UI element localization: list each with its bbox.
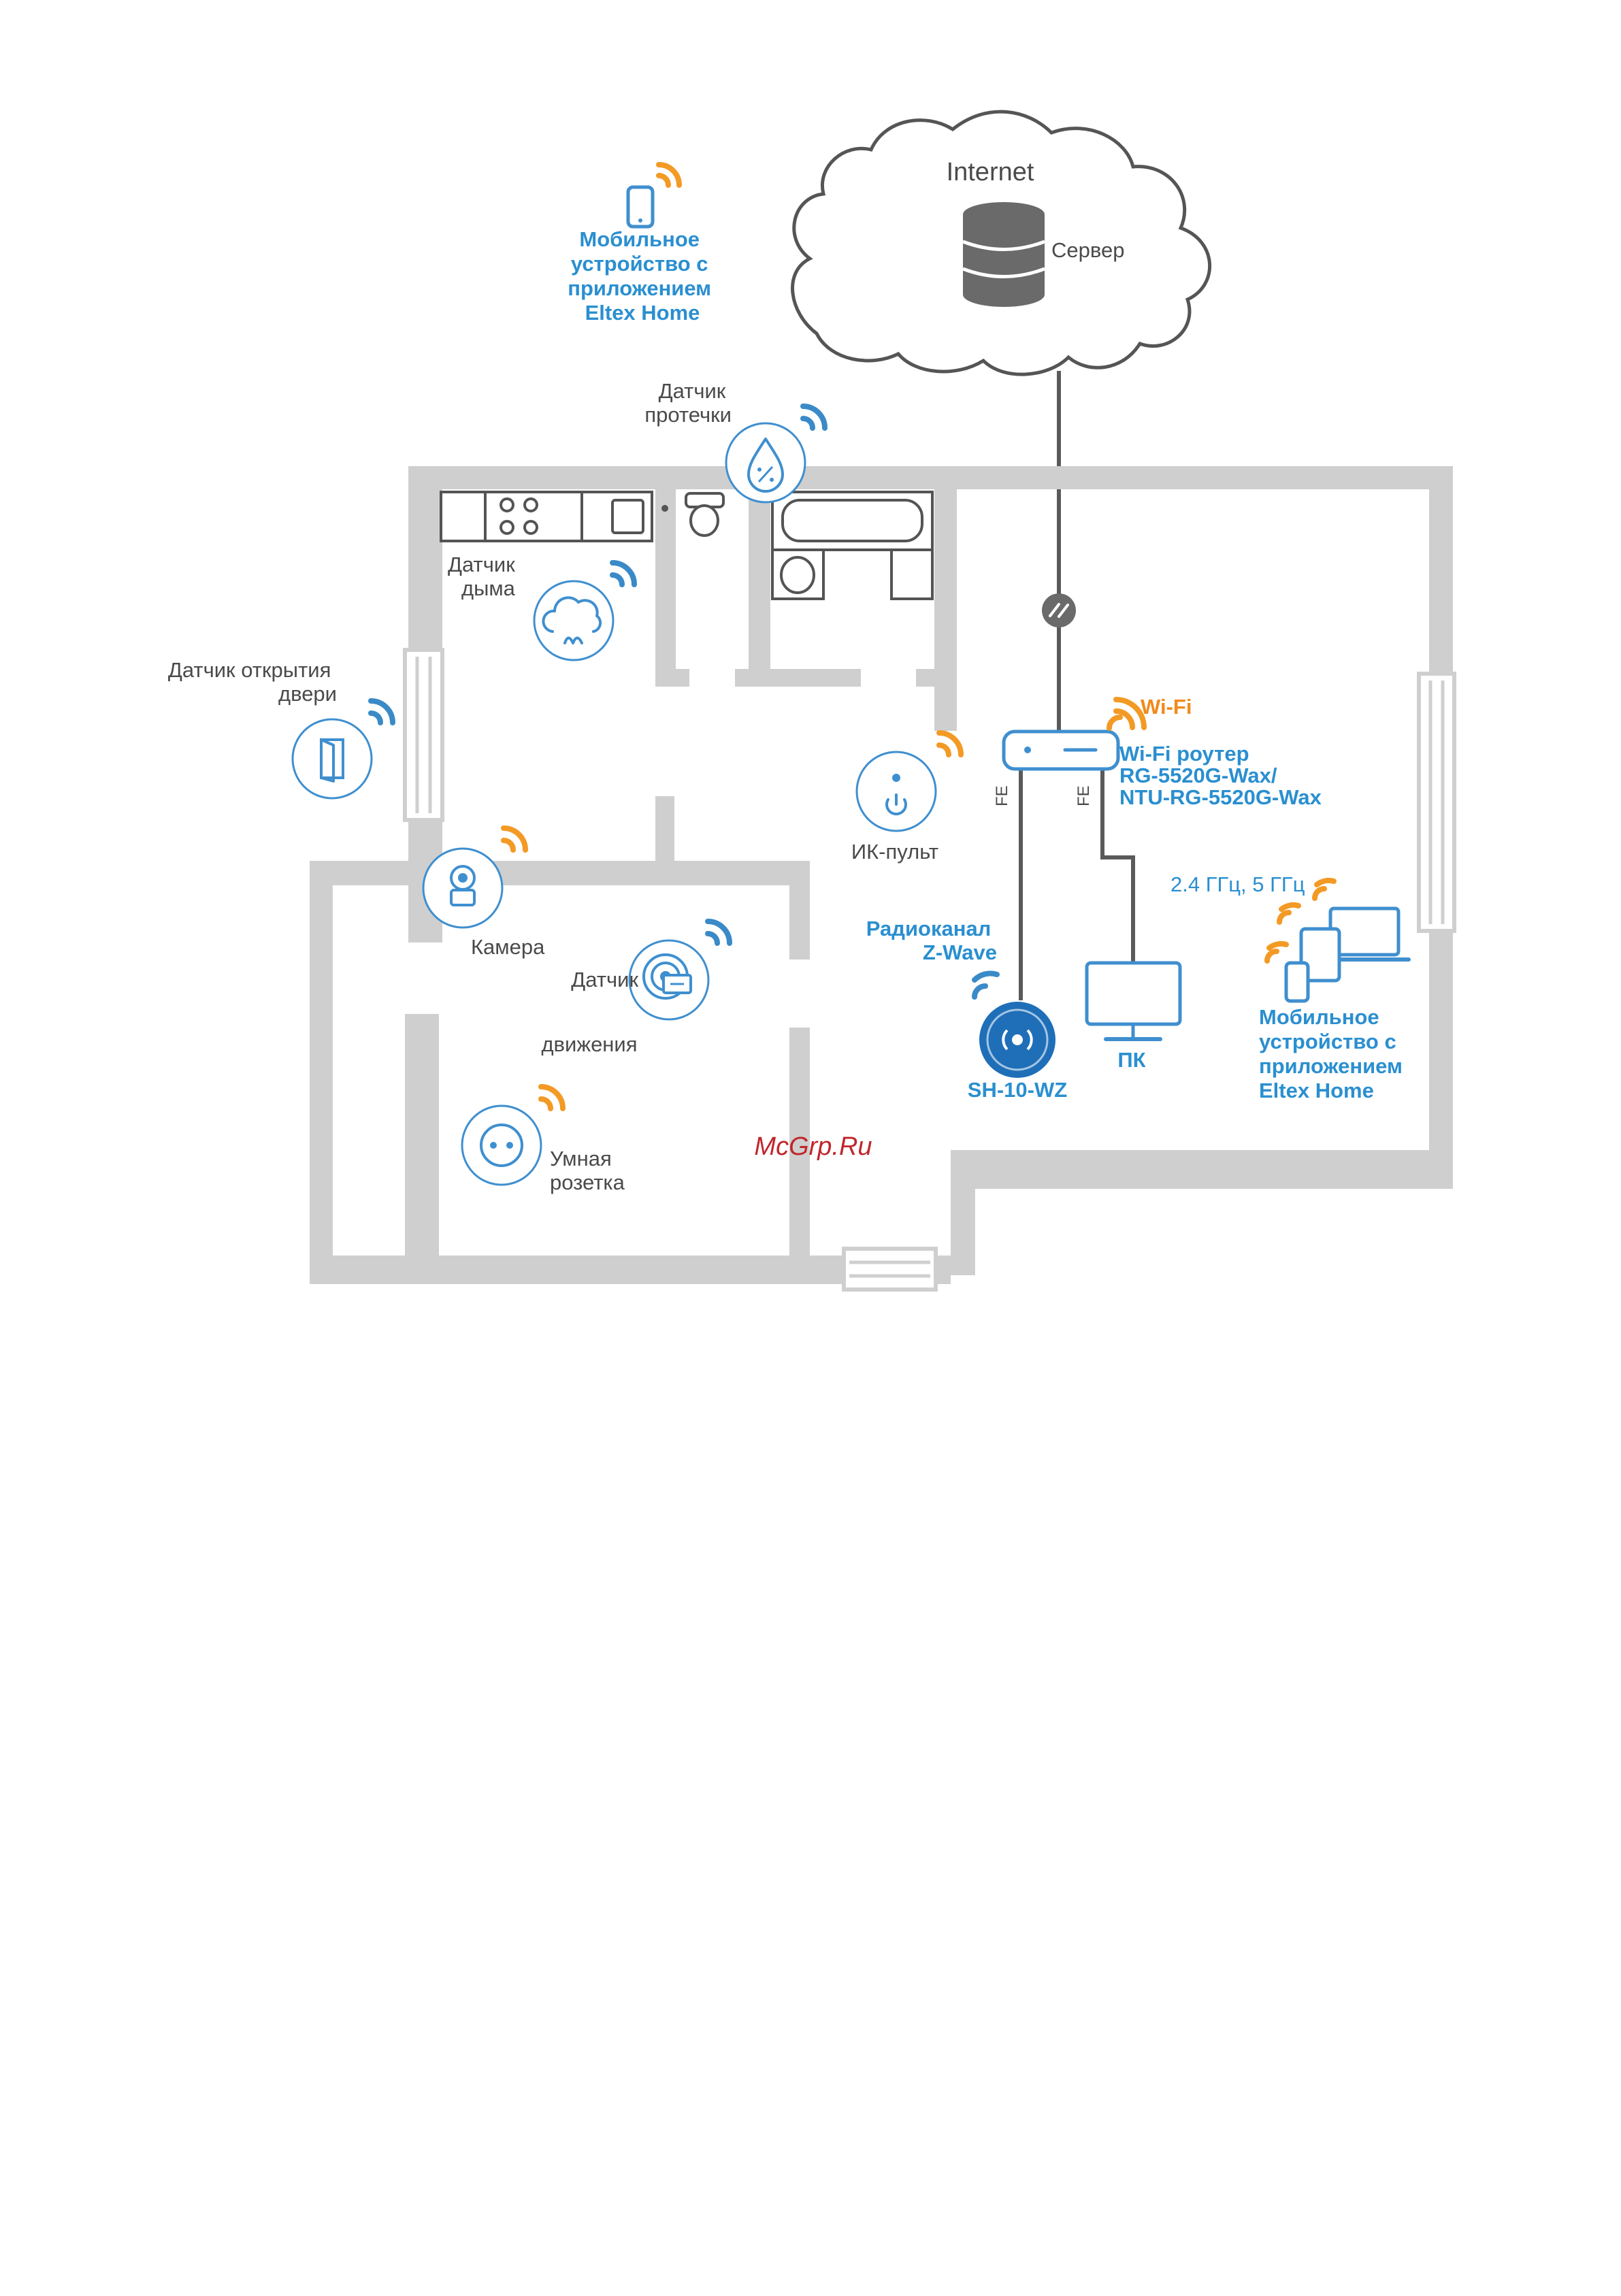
mobile-top-line-1: Мобильное — [579, 227, 700, 251]
radio-line-2: Z-Wave — [923, 940, 997, 964]
mobile-right-line-4: Eltex Home — [1259, 1079, 1374, 1102]
svg-text:Умная розетка: Умная розетка — [550, 1147, 625, 1194]
mobile-right-line-3: приложением — [1259, 1054, 1403, 1078]
mobile-top-line-2: устройство с — [571, 252, 708, 276]
wifi-signal-icon — [538, 1084, 566, 1111]
zwave-signal-icon — [610, 560, 637, 587]
wifi-signal-icon — [501, 825, 528, 853]
wifi-signal-icon — [936, 730, 964, 757]
ir-remote-label: ИК-пульт — [851, 840, 938, 864]
door-sensor-icon — [291, 718, 373, 800]
svg-text:Wi-Fi роутер RG-5520G-Wax/: Wi-Fi роутер RG-5520G-Wax/ NTU-RG-5520G-… — [1119, 742, 1322, 809]
svg-text:Датчик протечки: Датчик протечки — [644, 379, 732, 427]
svg-text:Датчик дыма: Датчик дыма — [448, 553, 521, 600]
tablet-icon — [1299, 927, 1341, 983]
smoke-line-1: Датчик — [448, 553, 515, 576]
cloud-title: Internet — [947, 158, 1034, 186]
svg-text:Датчик движения: Датчик движения — [541, 968, 644, 1056]
router-icon — [1002, 729, 1120, 771]
wifi-signal-icon — [1264, 877, 1337, 964]
smart-socket-icon — [461, 1104, 542, 1186]
pc-label: ПК — [1117, 1048, 1145, 1072]
fe-cable-2 — [1100, 769, 1135, 966]
svg-text:Радиоканал Z-Wave: Радиоканал Z-Wave — [866, 917, 997, 964]
smoke-line-2: дыма — [461, 576, 516, 600]
leak-line-2: протечки — [644, 403, 732, 427]
mobile-top-line-4: Eltex Home — [585, 301, 700, 325]
door-line-1: Датчик открытия — [168, 658, 331, 682]
toilet — [661, 492, 725, 537]
socket-line-2: розетка — [550, 1170, 625, 1194]
camera-label: Камера — [471, 935, 545, 959]
server-icon — [962, 202, 1045, 307]
wifi-signal-icon — [1107, 697, 1147, 731]
camera-icon — [422, 847, 504, 929]
router-line-2: RG-5520G-Wax/ — [1119, 764, 1277, 787]
mobile-right-line-2: устройство с — [1259, 1030, 1396, 1053]
motion-sensor-icon — [628, 939, 710, 1021]
freq-label: 2.4 ГГц, 5 ГГц — [1170, 872, 1305, 896]
ir-remote-icon — [855, 751, 937, 832]
link-icon — [1042, 593, 1076, 627]
leak-sensor-icon — [725, 422, 806, 504]
door-line-2: двери — [278, 682, 337, 706]
motion-line-2: движения — [541, 1032, 637, 1056]
pc-monitor-icon — [1085, 961, 1182, 1041]
controller-icon — [979, 1002, 1055, 1078]
router-line-1: Wi-Fi роутер — [1119, 742, 1249, 766]
mobile-phone-icon — [1284, 961, 1310, 1003]
watermark: McGrp.Ru — [754, 1132, 872, 1161]
zwave-signal-icon — [972, 970, 1000, 1000]
controller-label: SH-10-WZ — [968, 1078, 1067, 1102]
mobile-right-line-1: Мобильное — [1259, 1005, 1379, 1029]
socket-line-1: Умная — [550, 1147, 612, 1170]
svg-text:Мобильное устройство с: Мобильное устройство с приложением Eltex… — [568, 227, 717, 325]
zwave-signal-icon — [800, 404, 828, 431]
radio-line-1: Радиоканал — [866, 917, 992, 940]
server-label: Сервер — [1051, 238, 1124, 262]
zwave-signal-icon — [705, 919, 732, 946]
zwave-signal-icon — [368, 698, 395, 725]
bathtub — [771, 491, 934, 600]
wifi-signal-icon — [656, 162, 682, 188]
port-fe-1: FE — [993, 785, 1011, 806]
wifi-label: Wi-Fi — [1141, 695, 1192, 719]
smoke-sensor-icon — [533, 580, 615, 661]
port-fe-2: FE — [1075, 785, 1093, 806]
router-line-3: NTU-RG-5520G-Wax — [1119, 785, 1322, 809]
kitchen-counter — [440, 491, 653, 542]
mobile-top-line-3: приложением — [568, 276, 711, 300]
svg-text:Мобильное устройство с: Мобильное устройство с приложением Eltex… — [1259, 1005, 1409, 1102]
leak-line-1: Датчик — [659, 379, 726, 403]
mobile-phone-icon — [626, 185, 655, 229]
motion-line-1: Датчик — [571, 968, 638, 991]
svg-text:Датчик открытия двери: Датчик открытия двери — [168, 658, 337, 706]
